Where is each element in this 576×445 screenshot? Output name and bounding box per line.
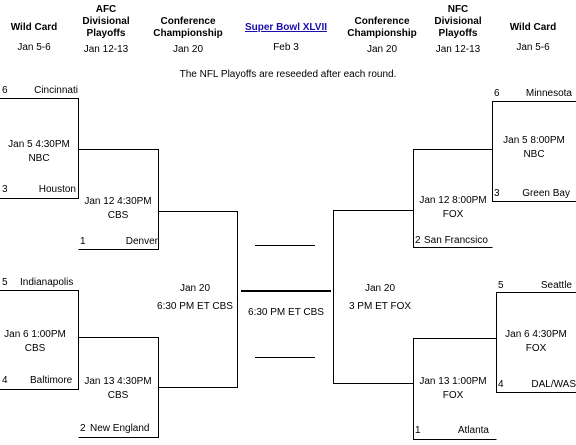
game-network: FOX (525, 343, 547, 354)
header-title-line2: Championship (347, 28, 417, 39)
team-name: Green Bay (522, 188, 570, 199)
game-network: NBC (28, 153, 50, 164)
game-info: Jan 6 1:00PM CBS (0, 328, 70, 356)
game-network: 3 PM ET FOX (348, 301, 412, 312)
game-network: 6:30 PM ET CBS (248, 307, 324, 318)
nfc-conf-bracket (333, 210, 414, 384)
afc-div1-bracket (78, 149, 159, 250)
game-network: CBS (107, 390, 129, 401)
game-info: Jan 12 8:00PM FOX (413, 194, 493, 222)
header-title-line1: NFC (447, 4, 469, 15)
team-name: Indianapolis (20, 277, 74, 288)
game-time: Jan 6 4:30PM (505, 329, 567, 340)
header-date: Feb 3 (273, 42, 299, 53)
game-time: Jan 6 1:00PM (4, 329, 66, 340)
game-info: Jan 13 4:30PM CBS (78, 375, 158, 403)
game-info: Jan 20 6:30 PM ET CBS (150, 282, 240, 314)
team-name: Seattle (540, 280, 572, 291)
superbowl-line (241, 290, 331, 292)
game-network: 6:30 PM ET CBS (157, 301, 233, 312)
seed-number: 5 (2, 277, 8, 288)
nfc-wc2-bracket (496, 292, 576, 393)
seed-number: 6 (494, 88, 500, 99)
team-name: Denver (125, 236, 158, 247)
header-date: Jan 12-13 (83, 44, 129, 55)
game-time: Jan 12 4:30PM (84, 196, 152, 207)
header-title-line3: Playoffs (438, 28, 478, 39)
header-afc-divisional: AFC Divisional Playoffs Jan 12-13 (74, 4, 138, 56)
reseed-note: The NFL Playoffs are reseeded after each… (179, 69, 397, 80)
seed-number: 2 (415, 235, 421, 246)
game-network: NBC (523, 149, 545, 160)
game-network: FOX (442, 209, 464, 220)
game-info: Jan 12 4:30PM CBS (78, 195, 158, 223)
header-title: Wild Card (509, 22, 557, 33)
superbowl-game-info: 6:30 PM ET CBS (241, 306, 331, 320)
header-date: Jan 5-6 (17, 42, 51, 53)
nfc-div1-bracket (413, 149, 493, 248)
game-network: CBS (107, 210, 129, 221)
header-title: Wild Card (10, 22, 58, 33)
header-title-line2: Divisional (434, 16, 482, 27)
seed-number: 3 (494, 188, 500, 199)
game-time: Jan 5 8:00PM (503, 135, 565, 146)
superbowl-link[interactable]: Super Bowl XLVII (244, 22, 328, 33)
afc-wc1-bracket (0, 98, 79, 199)
seed-number: 4 (2, 375, 8, 386)
afc-conf-bracket (158, 211, 238, 388)
team-name: New England (90, 423, 150, 434)
seed-number: 4 (498, 379, 504, 390)
team-name: Cincinnati (34, 85, 78, 96)
header-date: Jan 20 (366, 44, 398, 55)
seed-number: 2 (80, 423, 86, 434)
nfc-div2-bracket (413, 338, 497, 440)
seed-number: 1 (80, 236, 86, 247)
header-superbowl: Super Bowl XLVII Feb 3 (234, 22, 338, 54)
header-title-line1: Conference (160, 16, 216, 27)
header-date: Jan 5-6 (516, 42, 550, 53)
team-name: Baltimore (30, 375, 73, 386)
game-info: Jan 13 1:00PM FOX (413, 375, 493, 403)
seed-number: 3 (2, 184, 8, 195)
game-time: Jan 5 4:30PM (8, 139, 70, 150)
seed-number: 5 (498, 280, 504, 291)
game-time: Jan 20 (364, 283, 396, 294)
header-title-line1: AFC (95, 4, 117, 15)
team-name: Atlanta (457, 425, 489, 436)
header-title-line2: Divisional (82, 16, 130, 27)
game-time: Jan 13 1:00PM (419, 376, 487, 387)
afc-wc2-bracket (0, 290, 79, 390)
game-info: Jan 6 4:30PM FOX (496, 328, 576, 356)
header-conference-left: Conference Championship Jan 20 (148, 16, 228, 56)
game-time: Jan 12 8:00PM (419, 195, 487, 206)
header-nfc-divisional: NFC Divisional Playoffs Jan 12-13 (426, 4, 490, 56)
game-network: CBS (24, 343, 46, 354)
game-time: Jan 20 (179, 283, 211, 294)
seed-number: 1 (415, 425, 421, 436)
game-time: Jan 13 4:30PM (84, 376, 152, 387)
header-title-line1: Conference (354, 16, 410, 27)
team-name: San Francsico (424, 235, 488, 246)
header-title-line3: Playoffs (86, 28, 126, 39)
seed-number: 6 (2, 85, 8, 96)
header-wildcard-right: Wild Card Jan 5-6 (500, 22, 566, 54)
nfc-wc1-bracket (492, 101, 576, 202)
game-info: Jan 5 8:00PM NBC (492, 134, 576, 162)
header-wildcard-left: Wild Card Jan 5-6 (2, 22, 66, 54)
game-info: Jan 20 3 PM ET FOX (333, 282, 427, 314)
team-name: Minnesota (525, 88, 572, 99)
game-network: FOX (442, 390, 464, 401)
header-date: Jan 12-13 (435, 44, 481, 55)
game-info: Jan 5 4:30PM NBC (0, 138, 78, 166)
team-name: DAL/WAS (531, 379, 576, 390)
header-date: Jan 20 (172, 44, 204, 55)
header-conference-right: Conference Championship Jan 20 (342, 16, 422, 56)
team-name: Houston (38, 184, 76, 195)
header-title-line2: Championship (153, 28, 223, 39)
